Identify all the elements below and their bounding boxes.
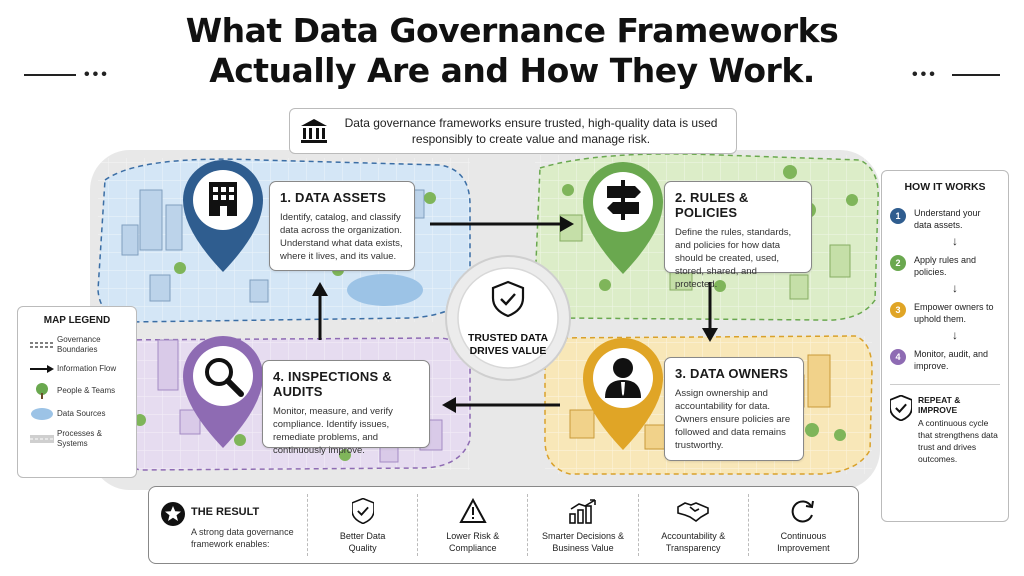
center-label-line1: TRUSTED DATA — [467, 332, 549, 344]
pin-rules-policies — [583, 162, 663, 274]
boundary-green — [534, 153, 879, 321]
card-title: 4. INSPECTIONS & AUDITS — [273, 369, 392, 399]
legend-item: Data Sources — [27, 408, 127, 420]
card-title: 1. DATA ASSETS — [280, 190, 387, 205]
magnifier-icon — [205, 358, 244, 397]
cycle-icon — [790, 496, 816, 526]
legend-title: MAP LEGEND — [43, 315, 111, 326]
water-icon — [27, 408, 57, 420]
buildings-purple — [157, 339, 443, 463]
page-title-line2: Actually Are and How They Work. — [209, 51, 815, 90]
step-1: 1 Understand your data assets. — [890, 207, 1000, 231]
star-badge-icon — [161, 502, 191, 531]
arrow-down-icon: ↓ — [952, 328, 958, 342]
step-3: 3 Empower owners to uphold them. — [890, 301, 1000, 325]
card-text: Identify, catalog, and classify data acr… — [280, 212, 403, 262]
step-number: 2 — [890, 255, 906, 271]
card-title: 2. RULES & POLICIES — [675, 190, 749, 220]
legend-item: Governance Boundaries — [27, 335, 127, 355]
step-text: Empower owners to uphold them. — [914, 302, 994, 324]
result-title: THE RESULT — [191, 506, 260, 518]
arrow-down-icon: ↓ — [952, 234, 958, 248]
step-text: Understand your data assets. — [914, 208, 981, 230]
legend-item: Information Flow — [27, 364, 127, 374]
pin-data-owners — [583, 338, 663, 450]
repeat-text: A continuous cycle that strengthens data… — [918, 418, 998, 464]
shield-check-icon — [889, 394, 918, 465]
buildings-green — [559, 214, 851, 300]
card-title: 3. DATA OWNERS — [675, 366, 789, 381]
signpost-icon — [607, 180, 641, 220]
page-title-line1: What Data Governance Frameworks — [185, 11, 839, 50]
title-rule-left — [24, 74, 76, 76]
title-dots-left: ••• — [84, 66, 110, 83]
building-icon — [209, 182, 237, 216]
information-flow — [312, 216, 718, 413]
dashed-line-icon — [27, 341, 57, 349]
pin-inspections-audits — [183, 336, 263, 448]
tree-icon — [27, 383, 57, 399]
arrow-down-icon: ↓ — [952, 281, 958, 295]
card-text: Assign ownership and accountability for … — [675, 388, 791, 451]
growth-chart-icon — [568, 496, 598, 526]
card-rules-policies: 2. RULES & POLICIES Define the rules, st… — [664, 181, 812, 290]
shield-check-icon — [351, 496, 374, 526]
warning-icon — [459, 496, 487, 526]
person-icon — [605, 358, 641, 398]
repeat-title: REPEAT & IMPROVE — [918, 395, 961, 415]
how-title: HOW IT WORKS — [904, 181, 986, 193]
shield-check-icon — [491, 280, 525, 318]
benefit-accountability: Accountability &Transparency — [637, 494, 748, 556]
step-number: 3 — [890, 302, 906, 318]
card-data-owners: 3. DATA OWNERS Assign ownership and acco… — [664, 357, 804, 461]
how-it-works-panel: HOW IT WORKS 1 Understand your data asse… — [881, 170, 1009, 522]
legend-item: People & Teams — [27, 383, 127, 399]
card-inspections-audits: 4. INSPECTIONS & AUDITS Monitor, measure… — [262, 360, 430, 456]
divider — [890, 384, 1000, 385]
lake — [347, 274, 423, 306]
legend-item: Processes & Systems — [27, 429, 127, 449]
step-2: 2 Apply rules and policies. — [890, 254, 1000, 278]
result-lead: THE RESULT A strong data governance fram… — [149, 500, 307, 550]
pin-data-assets — [183, 160, 263, 272]
benefit-lower-risk: Lower Risk &Compliance — [417, 494, 527, 556]
card-text: Define the rules, standards, and policie… — [675, 227, 792, 290]
trees — [134, 165, 858, 461]
repeat-improve: REPEAT & IMPROVE A continuous cycle that… — [889, 394, 1000, 465]
institution-icon — [290, 118, 338, 144]
road-icon — [27, 435, 57, 443]
arrow-right-icon — [27, 364, 57, 374]
intro-box: Data governance frameworks ensure truste… — [289, 108, 737, 154]
map-legend: MAP LEGEND Governance Boundaries Informa… — [17, 306, 137, 478]
center-label-line2: DRIVES VALUE — [469, 345, 547, 357]
boundary-yellow — [544, 335, 873, 475]
step-text: Apply rules and policies. — [914, 255, 977, 277]
intro-text: Data governance frameworks ensure truste… — [344, 116, 718, 146]
handshake-icon — [676, 496, 710, 526]
result-bar: THE RESULT A strong data governance fram… — [148, 486, 859, 564]
step-number: 4 — [890, 349, 906, 365]
title-dots-right: ••• — [912, 66, 938, 83]
title-rule-right — [952, 74, 1000, 76]
result-text: A strong data governance framework enabl… — [191, 527, 294, 549]
step-number: 1 — [890, 208, 906, 224]
card-text: Monitor, measure, and verify compliance.… — [273, 406, 393, 456]
benefit-smarter-decisions: Smarter Decisions &Business Value — [527, 494, 637, 556]
step-4: 4 Monitor, audit, and improve. — [890, 348, 1000, 372]
card-data-assets: 1. DATA ASSETS Identify, catalog, and cl… — [269, 181, 415, 271]
step-text: Monitor, audit, and improve. — [914, 349, 989, 371]
center-label: TRUSTED DATA DRIVES VALUE — [448, 332, 568, 358]
